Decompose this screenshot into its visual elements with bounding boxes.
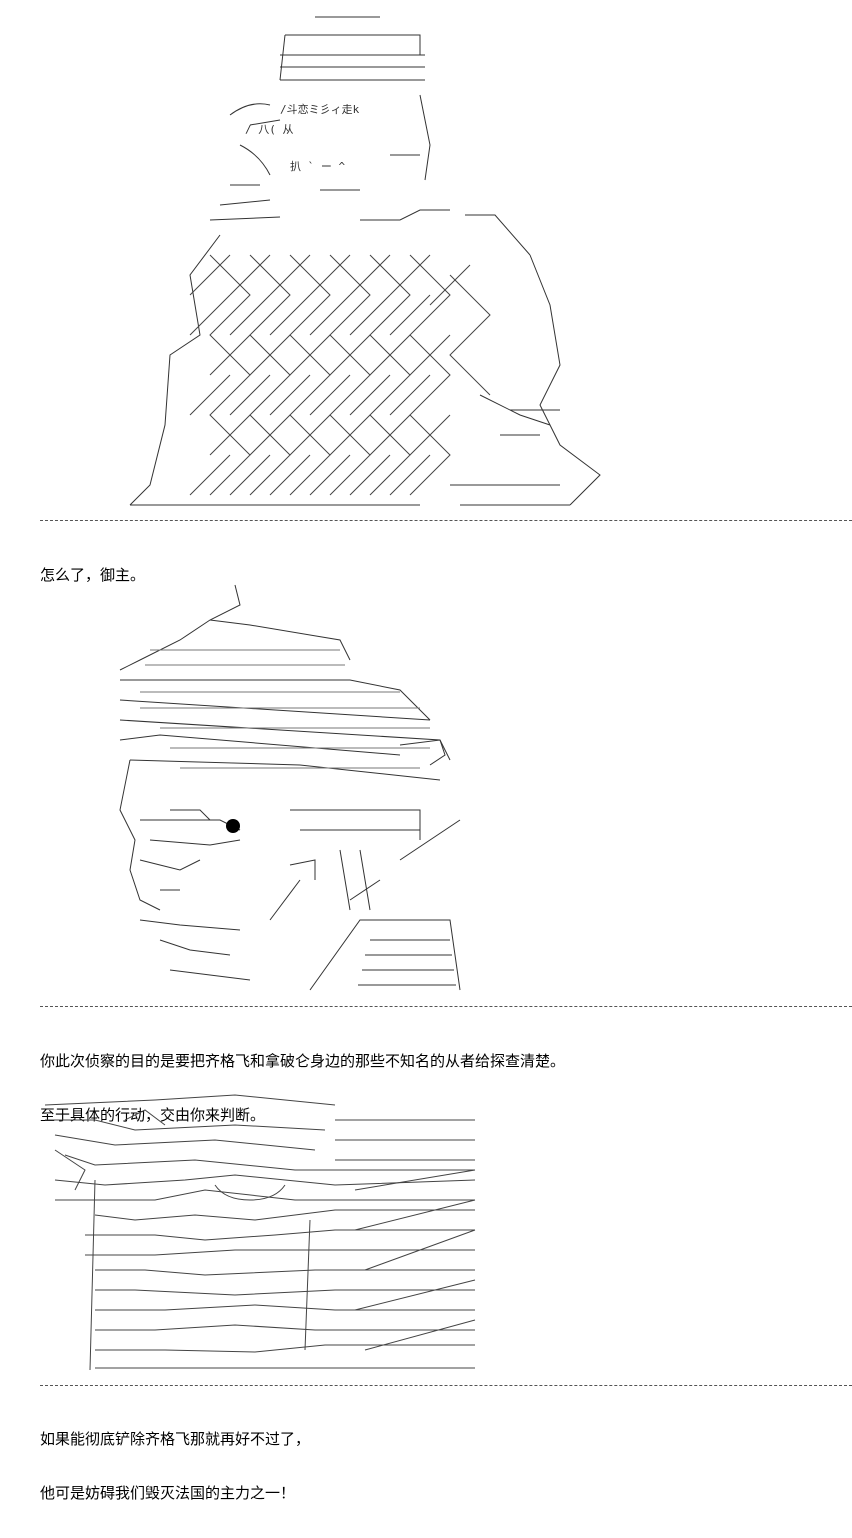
ascii-art-robed-figure <box>35 1090 495 1380</box>
dialogue-caption: 你此次侦察的目的是要把齐格飞和拿破仑身边的那些不知名的从者给探查清楚。 至于具体… <box>40 1016 565 1160</box>
panel-divider <box>40 1385 852 1386</box>
dialogue-line: 怎么了，御主。 <box>40 566 146 584</box>
panel-3: 如果能彻底铲除齐格飞那就再好不过了， 他可是妨碍我们毁灭法国的主力之一！ <box>0 1060 852 1502</box>
ascii-art-man-face <box>100 580 470 1000</box>
eye-dot <box>226 819 240 833</box>
dialogue-line: 如果能彻底铲除齐格飞那就再好不过了， <box>40 1430 311 1448</box>
art-fragment-2: / 八( 从 <box>245 123 294 136</box>
panel-divider <box>40 520 852 521</box>
ascii-art-knight-figure: /斗恋ミ彡ィ走k / 八( 从 扒 ` ー ^ <box>120 5 610 515</box>
panel-2: 你此次侦察的目的是要把齐格飞和拿破仑身边的那些不知名的从者给探查清楚。 至于具体… <box>0 560 852 1124</box>
dialogue-line: 至于具体的行动，交由你来判断。 <box>40 1106 266 1124</box>
dialogue-caption: 怎么了，御主。 <box>40 530 145 620</box>
panel-divider <box>40 1006 852 1007</box>
art-fragment-3: 扒 ` ー ^ <box>290 159 345 173</box>
panel-1: /斗恋ミ彡ィ走k / 八( 从 扒 ` ー ^ 怎么了，御主。 <box>0 0 852 584</box>
dialogue-line: 你此次侦察的目的是要把齐格飞和拿破仑身边的那些不知名的从者给探查清楚。 <box>40 1052 566 1070</box>
dialogue-line: 他可是妨碍我们毁灭法国的主力之一！ <box>40 1484 296 1502</box>
art-fragment-1: /斗恋ミ彡ィ走k <box>280 102 360 116</box>
dialogue-caption: 如果能彻底铲除齐格飞那就再好不过了， 他可是妨碍我们毁灭法国的主力之一！ <box>40 1394 310 1538</box>
